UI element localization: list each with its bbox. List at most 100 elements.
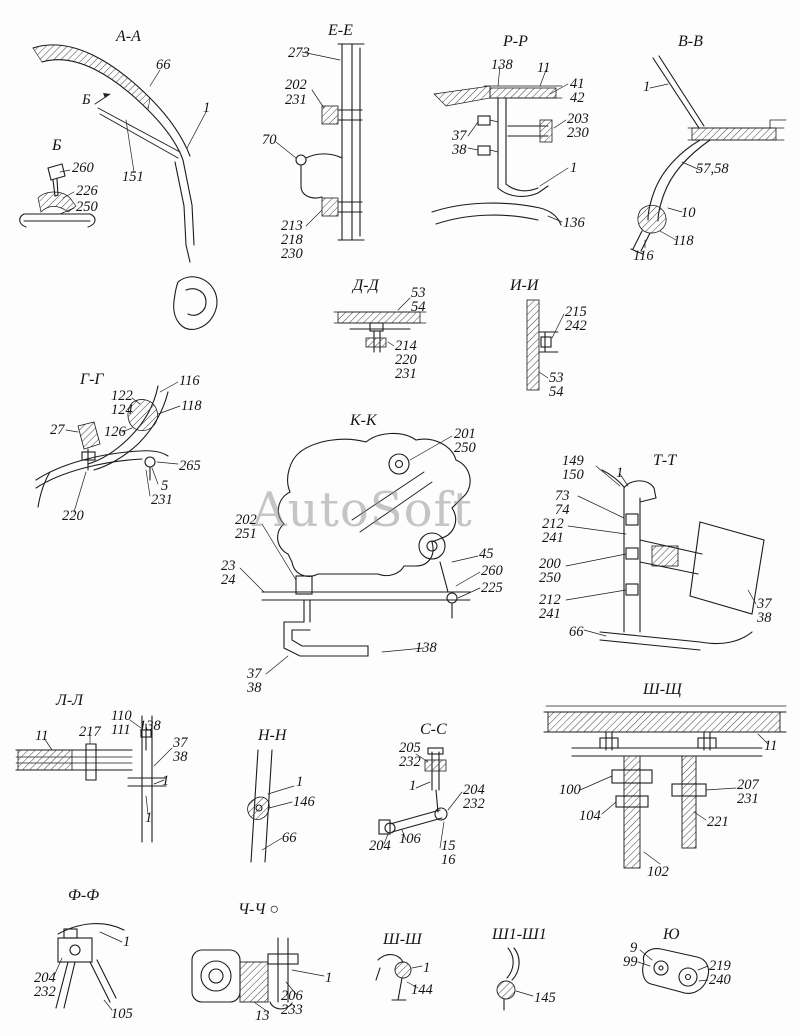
part-number: 1 [423,960,431,976]
part-number: 218 [281,232,303,248]
part-number: 273 [288,45,310,61]
view-title-shsh: Ш-Ш [383,931,422,948]
part-number: 1 [643,79,651,95]
part-number: 221 [707,814,729,830]
part-number: 206 [281,988,303,1004]
part-number: 11 [35,728,49,744]
part-number: 27 [50,422,65,438]
part-number: 231 [285,92,307,108]
view-dd-art [333,297,427,353]
part-number: 1 [570,160,578,176]
part-number: 37 [247,666,262,682]
part-number: 74 [555,502,570,518]
part-number: 146 [293,794,315,810]
part-number: 99 [623,954,638,970]
part-number: 100 [559,782,581,798]
part-number: 1 [409,778,417,794]
view-title-vv: В-В [678,33,703,50]
part-number: 1 [145,810,153,826]
view-title-ll: Л-Л [56,692,83,709]
part-number: 118 [181,398,202,414]
view-title-rr: Р-Р [503,33,528,50]
part-number: 70 [262,132,277,148]
part-number: 204 [369,838,391,854]
part-number: 138 [491,57,513,73]
part-number: 151 [122,169,144,185]
part-number: 219 [709,958,731,974]
view-nn-art [247,749,295,863]
part-number: 225 [481,580,503,596]
part-number: 53 [411,285,426,301]
part-number: 116 [179,373,200,389]
view-title-b: Б [52,137,62,154]
view-yu-art [637,948,710,994]
part-number: 260 [72,160,94,176]
part-number: 122 [111,388,133,404]
part-number: 23 [221,558,236,574]
part-number: 104 [579,808,601,824]
part-number: 205 [399,740,421,756]
view-ii-art [526,299,565,391]
view-title-shsch: Ш-Щ [643,681,682,698]
view-title-ff: Ф-Ф [68,887,100,904]
part-number: 150 [562,467,584,483]
part-number: 215 [565,304,587,320]
view-title-kk: К-К [350,412,377,429]
view-title-gg: Г-Г [80,371,104,388]
part-number: 145 [534,990,556,1006]
view-shsh-art [375,954,423,1001]
part-number: 220 [62,508,84,524]
part-number: 260 [481,563,503,579]
view-title-nn: Н-Н [258,727,287,744]
part-number: 240 [709,972,731,988]
part-number: 1 [203,100,211,116]
view-sh1-art [496,947,534,1011]
part-number: 53 [549,370,564,386]
view-aa-art [32,44,218,330]
part-number: 11 [537,60,551,76]
part-number: 220 [395,352,417,368]
part-number: 1 [325,970,333,986]
part-number: 201 [454,426,476,442]
watermark: AutoSoft [252,482,473,538]
part-number: 57,58 [696,161,729,177]
part-number: 16 [441,852,456,868]
part-number: 126 [104,424,126,440]
part-number: 38 [757,610,772,626]
view-gg-art [35,381,181,513]
part-number: 138 [139,718,161,734]
part-number: 15 [441,838,456,854]
view-chch-art [191,937,325,1013]
part-number: 118 [673,233,694,249]
view-ll-art [15,715,173,843]
part-number: 226 [76,183,98,199]
part-number: 202 [285,77,307,93]
part-number: 250 [454,440,476,456]
view-title-ii: И-И [510,277,539,294]
view-shsch-art [543,705,787,869]
part-number: 213 [281,218,303,234]
part-number: 203 [567,111,589,127]
part-number: 231 [395,366,417,382]
view-ss-art [378,747,463,849]
view-title-tt: Т-Т [653,452,677,469]
part-number: 11 [764,738,778,754]
view-vv-art [630,55,787,255]
part-number: 116 [633,248,654,264]
part-number: 241 [542,530,564,546]
part-number: 66 [156,57,171,73]
part-number: 37 [452,128,467,144]
part-number: 231 [737,791,759,807]
view-kk-art [239,432,481,675]
part-number: 73 [555,488,570,504]
part-number: 66 [569,624,584,640]
part-number: 241 [539,606,561,622]
part-number: 204 [34,970,56,986]
part-number: 1 [123,934,131,950]
part-number: 37 [757,596,772,612]
part-number: 230 [281,246,303,262]
view-rr-art [431,65,569,226]
part-number: 24 [221,572,236,588]
part-number: 10 [681,205,696,221]
